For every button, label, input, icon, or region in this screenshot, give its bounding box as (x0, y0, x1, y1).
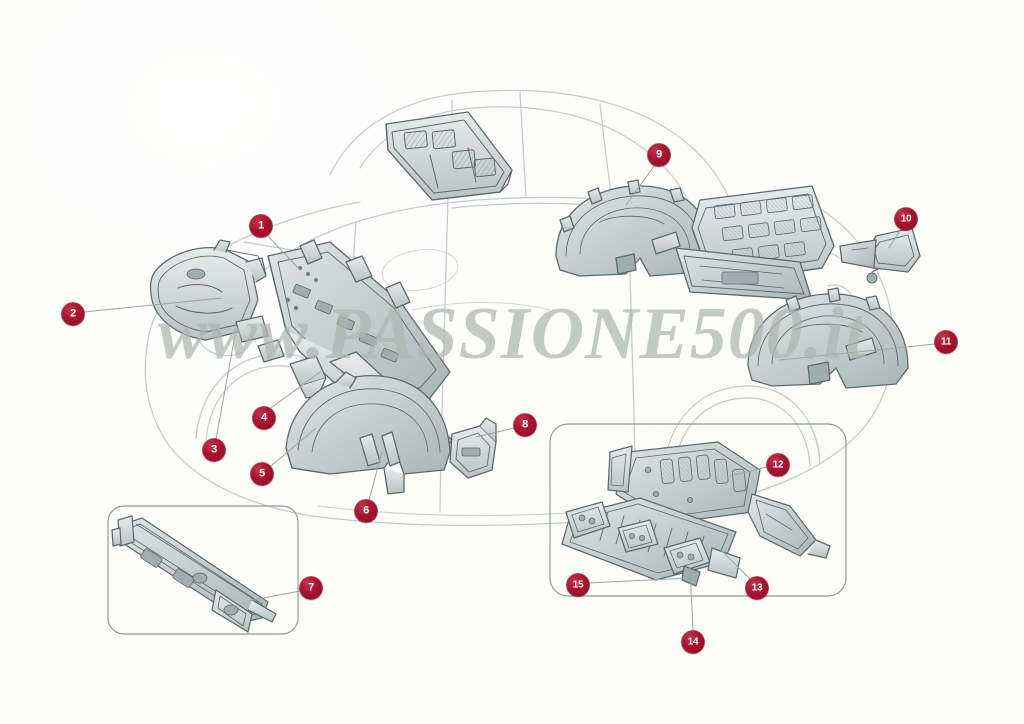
leader-line-15 (588, 577, 691, 584)
leader-line-14 (689, 567, 694, 632)
callout-3[interactable]: 3 (202, 438, 226, 462)
leader-line-8 (475, 427, 515, 438)
leader-line-11 (779, 343, 936, 361)
leader-line-7 (247, 590, 301, 602)
leader-line-10 (888, 228, 902, 249)
callout-14[interactable]: 14 (681, 630, 705, 654)
leader-line-12 (729, 466, 768, 477)
leader-line-1 (267, 235, 301, 271)
callout-2[interactable]: 2 (61, 302, 85, 326)
leader-line-4 (270, 371, 321, 409)
callout-15[interactable]: 15 (566, 573, 590, 597)
callout-11[interactable]: 11 (934, 330, 958, 354)
callout-13[interactable]: 13 (745, 576, 769, 600)
leader-line-3 (215, 329, 237, 440)
callout-5[interactable]: 5 (250, 462, 274, 486)
callout-9[interactable]: 9 (647, 143, 671, 167)
callout-6[interactable]: 6 (354, 499, 378, 523)
callout-1[interactable]: 1 (249, 214, 273, 238)
callout-10[interactable]: 10 (894, 207, 918, 231)
leader-line-9 (625, 165, 655, 206)
leader-line-2 (83, 297, 223, 313)
leader-line-5 (270, 427, 317, 467)
callout-7[interactable]: 7 (299, 576, 323, 600)
leader-line-13 (721, 550, 751, 580)
callout-8[interactable]: 8 (513, 413, 537, 437)
leader-line-6 (368, 451, 383, 501)
callout-4[interactable]: 4 (252, 406, 276, 430)
callout-12[interactable]: 12 (766, 453, 790, 477)
